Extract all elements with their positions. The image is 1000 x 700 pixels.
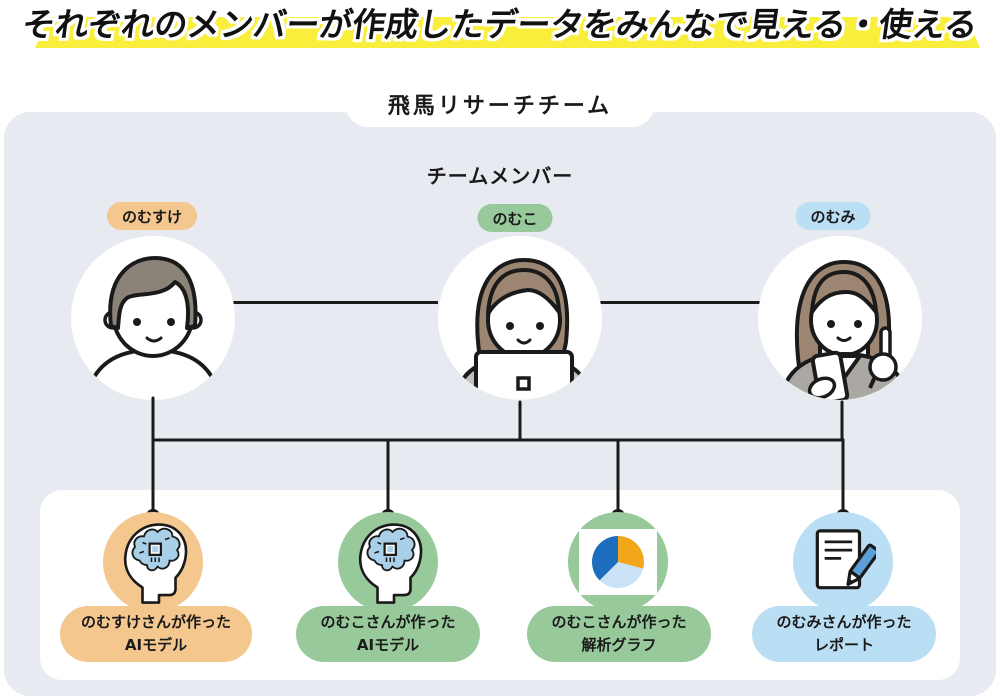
output-item: AIモデル [124,636,188,654]
member-name: のむみ [810,207,856,226]
pie-chart-icon [579,529,657,595]
member-avatar-circle-nomusuke [71,236,235,400]
team-members-heading: チームメンバー [426,164,574,188]
output-owner: のむすけさんが作った [80,612,231,631]
output-label-ai-model-nomusuke: のむすけさんが作った AIモデル [60,606,252,662]
output-item: レポート [813,636,874,654]
page-title: それぞれのメンバーが作成したデータをみんなで見える・使える [19,5,981,44]
female-with-laptop-illustration [452,258,596,400]
member-name: のむすけ [121,207,183,226]
output-item: AIモデル [356,636,420,654]
ai-brain-icon [358,523,423,604]
member-badge-nomuko: のむこ [477,204,553,232]
output-owner: のむこさんが作った [320,612,456,631]
team-name-label: 飛馬リサーチチーム [387,93,613,119]
output-circle-ai-model-nomuko [338,512,438,612]
member-link-line [233,301,438,304]
ai-brain-icon [123,523,188,604]
member-link-line [600,301,760,304]
male-short-hair-illustration [83,256,223,400]
report-icon [815,529,876,590]
output-circle-ai-model-nomusuke [103,512,203,612]
female-with-phone-illustration [778,260,912,400]
member-badge-nomusuke: のむすけ [106,202,198,230]
output-label-ai-model-nomuko: のむこさんが作った AIモデル [296,606,480,662]
output-owner: のむみさんが作った [776,612,912,631]
member-avatar-circle-nomuko [438,236,602,400]
output-circle-analysis-graph [568,512,668,612]
member-badge-nomumi: のむみ [795,202,871,230]
output-item: 解析グラフ [581,636,657,654]
title-highlight-band [35,17,980,48]
team-name-pill: 飛馬リサーチチーム [345,80,655,127]
output-label-analysis-graph: のむこさんが作った 解析グラフ [527,606,711,662]
output-owner: のむこさんが作った [551,612,687,631]
member-name: のむこ [492,209,538,228]
output-label-report: のむみさんが作った レポート [752,606,936,662]
output-circle-report [793,512,893,612]
member-avatar-circle-nomumi [758,236,922,400]
